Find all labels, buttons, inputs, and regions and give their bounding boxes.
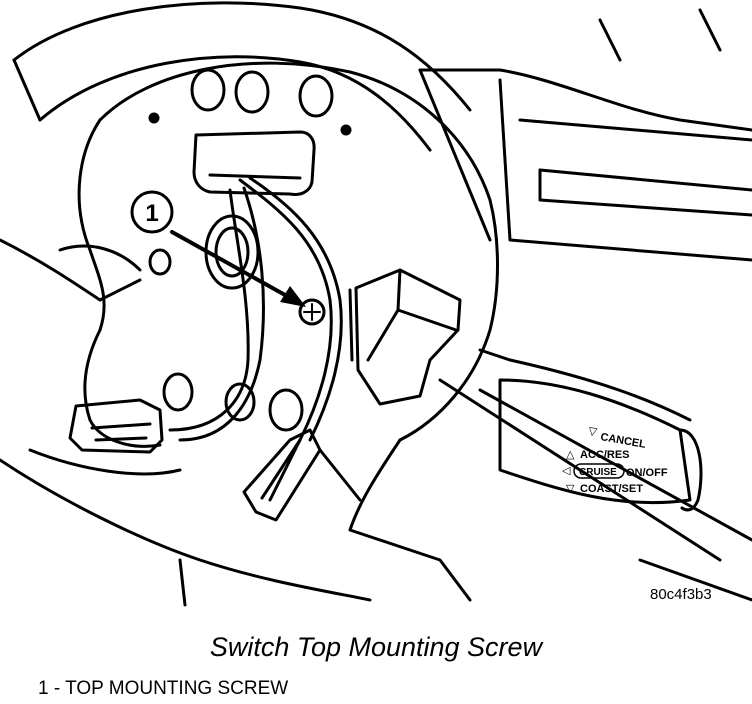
coast-set-label: COAST/SET — [580, 483, 643, 495]
cruise-label: CRUISE — [579, 467, 617, 478]
coast-set-symbol: ▽ — [566, 483, 575, 495]
steering-hub — [58, 61, 499, 602]
steering-wheel-diagram: 1 CANCEL ▽ △ ACC/RES ◁ CRUISE ON/OFF ▽ C… — [0, 1, 752, 607]
multifunction-lever — [498, 378, 752, 602]
cruise-symbol: ◁ — [562, 465, 571, 477]
speed-control-switch — [348, 268, 462, 406]
on-off-label: ON/OFF — [626, 467, 668, 479]
wiring-harness — [168, 176, 343, 502]
mounting-holes — [148, 68, 352, 432]
cruise-badge — [573, 463, 625, 479]
steering-wheel-rim — [0, 1, 472, 607]
lever-labels: CANCEL ▽ △ ACC/RES ◁ CRUISE ON/OFF ▽ COA… — [562, 425, 668, 495]
steering-column — [418, 8, 752, 562]
cancel-label: CANCEL — [599, 431, 646, 451]
acc-res-label: ACC/RES — [580, 449, 630, 461]
left-connector — [68, 398, 164, 454]
figure-caption: Switch Top Mounting Screw — [209, 632, 543, 662]
top-mounting-screw — [298, 298, 326, 326]
callout-number: 1 — [145, 200, 158, 227]
clip-opening — [192, 130, 316, 196]
callout-1: 1 — [130, 190, 174, 234]
acc-res-symbol: △ — [566, 449, 575, 461]
legend-item: 1 - TOP MOUNTING SCREW — [38, 678, 289, 699]
lower-connector — [242, 428, 322, 522]
figure-id: 80c4f3b3 — [650, 586, 712, 603]
cancel-symbol: ▽ — [587, 425, 598, 438]
callout-leader — [170, 230, 306, 307]
